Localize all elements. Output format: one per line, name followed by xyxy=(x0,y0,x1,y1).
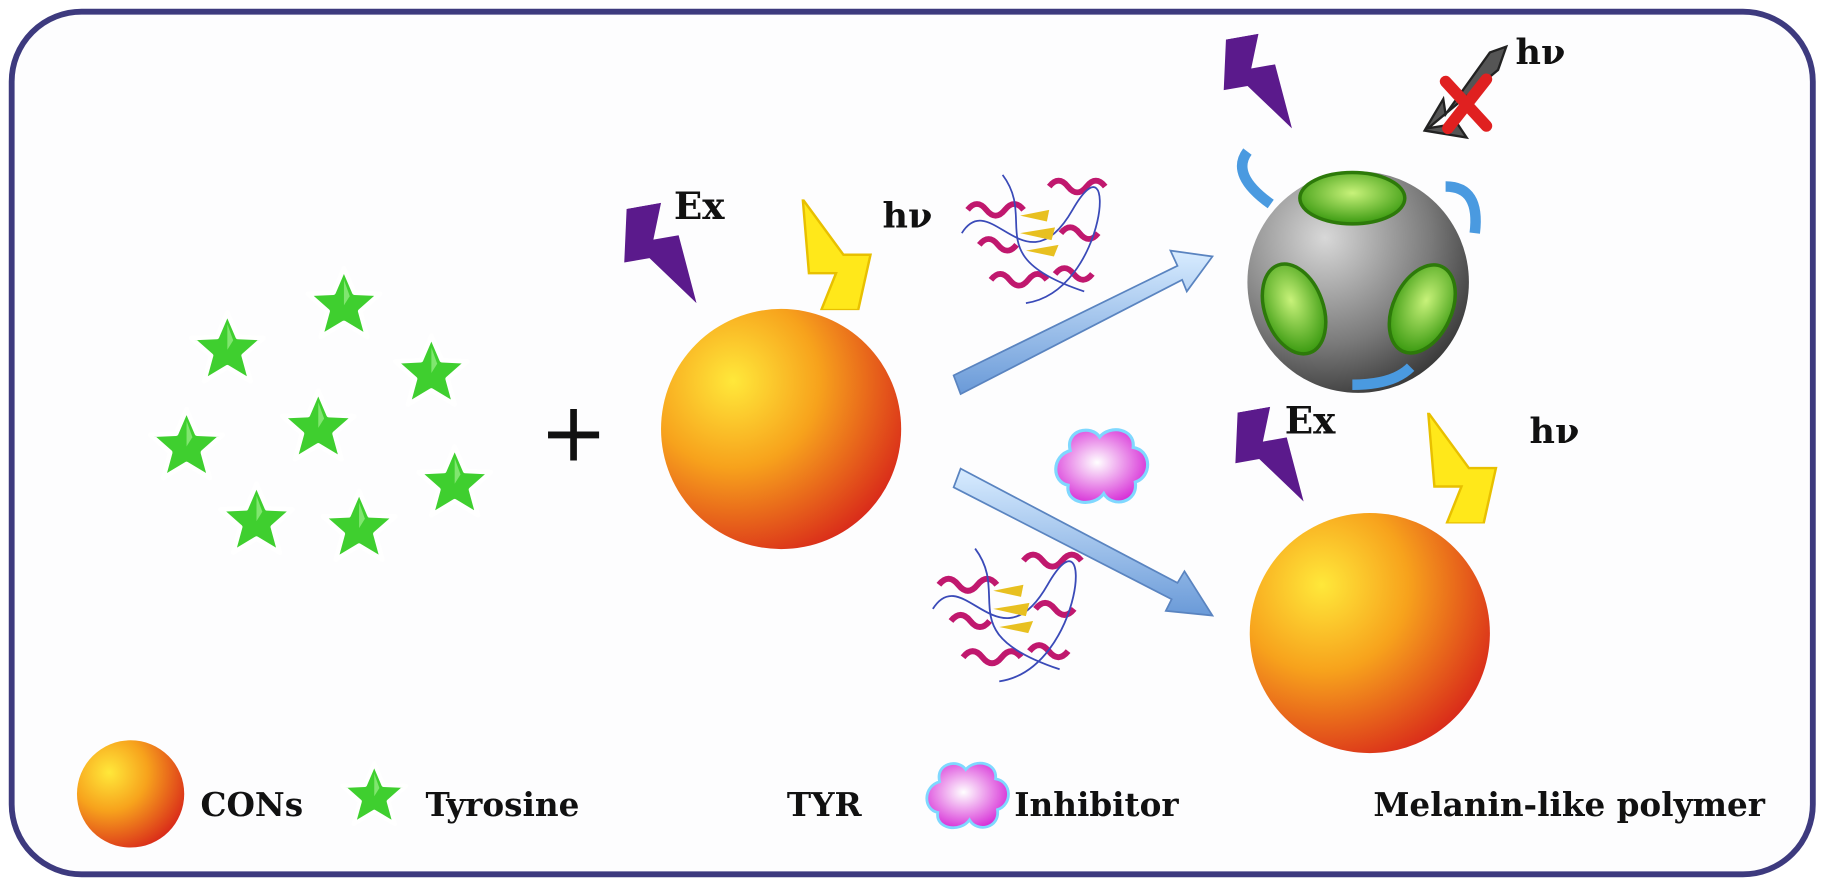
excitation-label: Ex xyxy=(1285,399,1336,443)
excitation-label: Ex xyxy=(674,184,725,228)
cons-nanoparticle xyxy=(1249,512,1490,754)
inhibitor-cloud-icon xyxy=(1054,427,1150,505)
legend-inhibitor-icon xyxy=(925,761,1011,830)
reaction-arrow-upper xyxy=(952,249,1215,396)
legend-tyrosine-label: Tyrosine xyxy=(426,785,580,824)
blocked-emission-icon xyxy=(1422,44,1509,140)
blocked-emission-label: hν xyxy=(1516,32,1566,73)
emission-label: hν xyxy=(1530,411,1580,452)
cons-nanoparticle xyxy=(661,308,902,550)
reaction-arrow-lower xyxy=(952,467,1215,617)
legend-cons-icon xyxy=(76,740,185,848)
legend: CONs Tyrosine TYR Inhibitor Melanin-like… xyxy=(76,740,1766,848)
legend-inhibitor-label: Inhibitor xyxy=(1014,785,1179,824)
melanin-polymer-particle xyxy=(1236,148,1481,393)
legend-melanin-label: Melanin-like polymer xyxy=(1373,785,1765,824)
legend-cons-label: CONs xyxy=(201,785,304,824)
legend-tyr-label: TYR xyxy=(787,785,863,824)
plus-sign: + xyxy=(539,385,607,480)
emission-label: hν xyxy=(883,195,933,236)
